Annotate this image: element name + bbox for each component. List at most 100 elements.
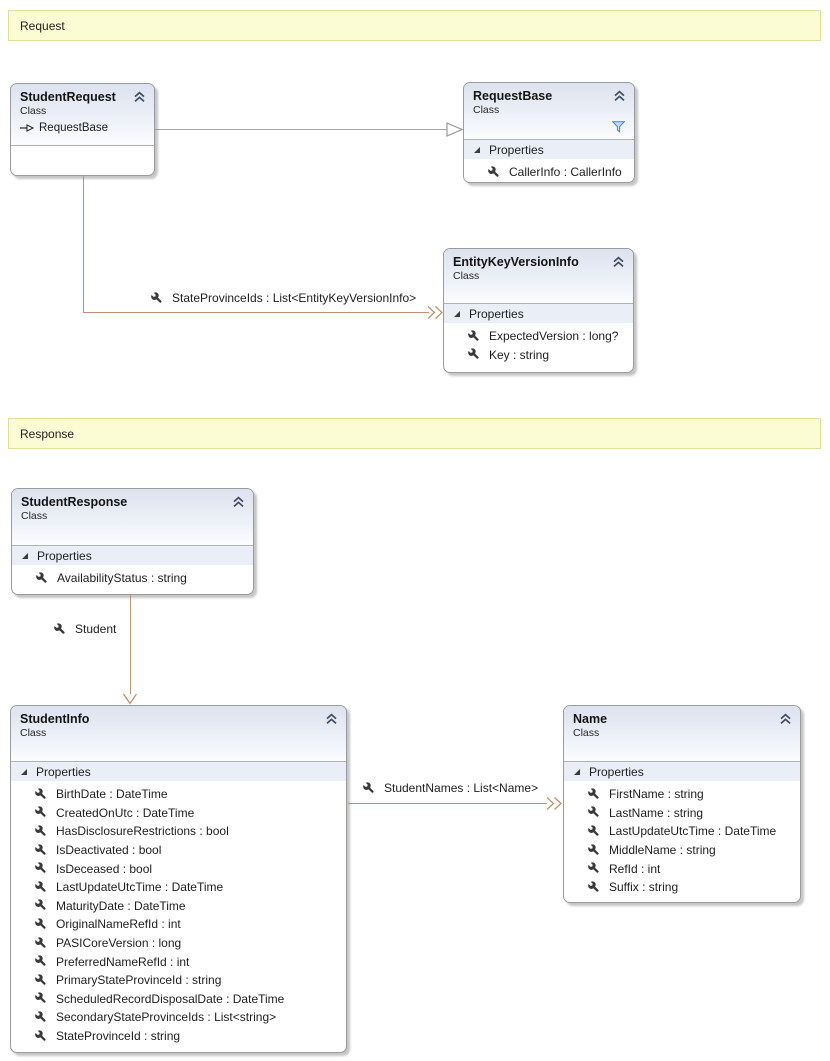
- property-list: CallerInfo : CallerInfo: [464, 159, 634, 182]
- property-row[interactable]: StateProvinceId : string: [11, 1027, 346, 1046]
- property-row[interactable]: ScheduledRecordDisposalDate : DateTime: [11, 990, 346, 1009]
- association-studentnames-connector[interactable]: [348, 803, 547, 804]
- class-title: EntityKeyVersionInfo: [453, 255, 579, 269]
- class-kind: Class: [473, 104, 500, 116]
- wrench-icon: [467, 330, 480, 343]
- properties-section-header[interactable]: Properties: [564, 762, 800, 781]
- class-header: StudentInfo Class: [11, 706, 346, 762]
- comment-banner-response[interactable]: Response: [8, 418, 821, 449]
- property-label: FirstName : string: [609, 787, 704, 802]
- property-list: AvailabilityStatus : string: [12, 565, 253, 588]
- property-label: LastName : string: [609, 805, 704, 820]
- association-stateprovinceids-connector[interactable]: [83, 312, 429, 313]
- wrench-icon: [587, 806, 600, 819]
- property-row[interactable]: FirstName : string: [564, 785, 800, 804]
- property-row[interactable]: Key : string: [444, 346, 633, 365]
- property-row[interactable]: LastName : string: [564, 804, 800, 823]
- property-label: MiddleName : string: [609, 843, 716, 858]
- association-stateprovinceids-connector[interactable]: [83, 176, 84, 312]
- class-box-studentresponse[interactable]: StudentResponse Class Properties Availab…: [11, 488, 254, 595]
- class-box-studentrequest[interactable]: StudentRequest Class RequestBase: [10, 83, 155, 176]
- property-label: ExpectedVersion : long?: [489, 329, 619, 344]
- property-row[interactable]: MaturityDate : DateTime: [11, 897, 346, 916]
- class-header: StudentRequest Class RequestBase: [11, 84, 154, 146]
- property-row[interactable]: CreatedOnUtc : DateTime: [11, 804, 346, 823]
- properties-section-header[interactable]: Properties: [464, 140, 634, 159]
- property-label: AvailabilityStatus : string: [57, 571, 187, 586]
- wrench-icon: [35, 572, 48, 585]
- property-label: LastUpdateUtcTime : DateTime: [56, 880, 224, 895]
- property-row[interactable]: LastUpdateUtcTime : DateTime: [564, 822, 800, 841]
- inheritance-connector[interactable]: [155, 129, 447, 130]
- property-row[interactable]: PrimaryStateProvinceId : string: [11, 971, 346, 990]
- property-row[interactable]: SecondaryStateProvinceIds : List<string>: [11, 1008, 346, 1027]
- property-label: RefId : int: [609, 861, 661, 876]
- collapse-chevron-icon[interactable]: [613, 90, 626, 102]
- collapse-chevron-icon[interactable]: [779, 713, 792, 725]
- class-title: RequestBase: [473, 89, 553, 103]
- wrench-icon: [34, 1011, 47, 1024]
- wrench-icon: [362, 782, 375, 795]
- property-row[interactable]: OriginalNameRefId : int: [11, 915, 346, 934]
- property-label: LastUpdateUtcTime : DateTime: [609, 824, 777, 839]
- property-list: BirthDate : DateTime CreatedOnUtc : Date…: [11, 781, 346, 1046]
- property-row[interactable]: PreferredNameRefId : int: [11, 952, 346, 971]
- property-row[interactable]: BirthDate : DateTime: [11, 785, 346, 804]
- inherits-icon: [20, 124, 34, 132]
- class-box-requestbase[interactable]: RequestBase Class Properties CallerInfo …: [463, 82, 635, 183]
- properties-section-header[interactable]: Properties: [11, 762, 346, 781]
- association-label-text: StudentNames : List<Name>: [384, 781, 539, 795]
- wrench-icon: [34, 974, 47, 987]
- wrench-icon: [34, 806, 47, 819]
- wrench-icon: [34, 788, 47, 801]
- expander-triangle-icon[interactable]: [453, 310, 461, 318]
- expander-triangle-icon[interactable]: [473, 146, 481, 154]
- association-label-student[interactable]: Student: [53, 621, 116, 637]
- collapse-chevron-icon[interactable]: [232, 496, 245, 508]
- property-row[interactable]: PASICoreVersion : long: [11, 934, 346, 953]
- collapse-chevron-icon[interactable]: [133, 91, 146, 103]
- property-label: ScheduledRecordDisposalDate : DateTime: [56, 991, 285, 1006]
- filter-funnel-icon[interactable]: [612, 121, 625, 133]
- class-box-studentinfo[interactable]: StudentInfo Class Properties BirthDate :…: [10, 705, 347, 1053]
- wrench-icon: [487, 166, 500, 179]
- wrench-icon: [34, 992, 47, 1005]
- expander-triangle-icon[interactable]: [20, 768, 28, 776]
- property-row[interactable]: AvailabilityStatus : string: [12, 569, 253, 588]
- association-label-studentnames[interactable]: StudentNames : List<Name>: [362, 780, 538, 796]
- properties-section-header[interactable]: Properties: [444, 304, 633, 323]
- class-box-entitykeyversioninfo[interactable]: EntityKeyVersionInfo Class Properties Ex…: [443, 248, 634, 373]
- class-title: StudentResponse: [21, 495, 128, 509]
- expander-triangle-icon[interactable]: [21, 552, 29, 560]
- property-row[interactable]: RefId : int: [564, 859, 800, 878]
- association-student-connector[interactable]: [130, 595, 131, 694]
- class-kind: Class: [453, 270, 480, 282]
- expander-triangle-icon[interactable]: [573, 768, 581, 776]
- class-title: StudentInfo: [20, 712, 90, 726]
- property-row[interactable]: MiddleName : string: [564, 841, 800, 860]
- wrench-icon: [587, 788, 600, 801]
- property-row[interactable]: Suffix : string: [564, 878, 800, 897]
- property-row[interactable]: ExpectedVersion : long?: [444, 327, 633, 346]
- class-kind: Class: [20, 105, 47, 117]
- property-label: PASICoreVersion : long: [56, 936, 182, 951]
- property-label: Suffix : string: [609, 880, 679, 895]
- wrench-icon: [467, 348, 480, 361]
- class-header: RequestBase Class: [464, 83, 634, 140]
- class-title: StudentRequest: [20, 90, 116, 104]
- wrench-icon: [587, 881, 600, 894]
- association-label-stateprovinceids[interactable]: StateProvinceIds : List<EntityKeyVersion…: [150, 290, 416, 306]
- section-label: Properties: [489, 142, 544, 157]
- property-row[interactable]: HasDisclosureRestrictions : bool: [11, 822, 346, 841]
- class-box-name[interactable]: Name Class Properties FirstName : string…: [563, 705, 801, 903]
- property-row[interactable]: IsDeceased : bool: [11, 859, 346, 878]
- properties-section-header[interactable]: Properties: [12, 546, 253, 565]
- comment-banner-request[interactable]: Request: [8, 10, 821, 41]
- class-header: Name Class: [564, 706, 800, 762]
- property-row[interactable]: IsDeactivated : bool: [11, 841, 346, 860]
- collapse-chevron-icon[interactable]: [612, 256, 625, 268]
- property-row[interactable]: CallerInfo : CallerInfo: [464, 163, 634, 182]
- collapse-chevron-icon[interactable]: [325, 713, 338, 725]
- property-row[interactable]: LastUpdateUtcTime : DateTime: [11, 878, 346, 897]
- wrench-icon: [34, 899, 47, 912]
